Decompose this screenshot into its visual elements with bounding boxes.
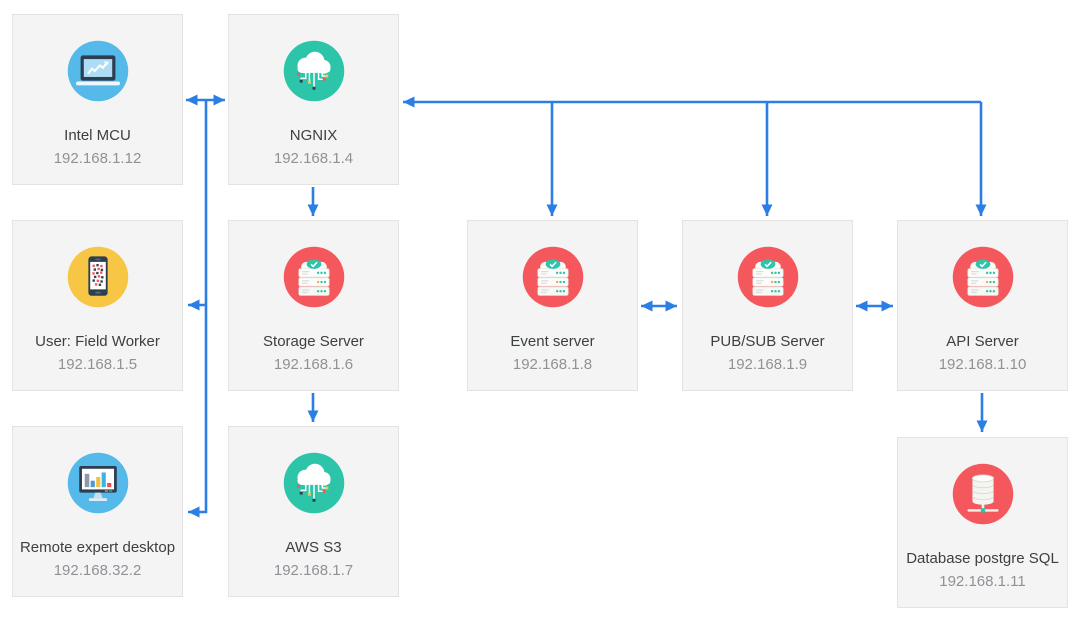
node-label: Intel MCU	[64, 127, 131, 144]
node-aws-s3[interactable]: AWS S3 192.168.1.7	[228, 426, 399, 597]
node-remote-expert[interactable]: Remote expert desktop 192.168.32.2	[12, 426, 183, 597]
server-stack-icon	[520, 244, 586, 310]
node-ip: 192.168.1.8	[512, 356, 593, 373]
cloud-network-icon	[281, 450, 347, 516]
node-label: Database postgre SQL	[906, 550, 1059, 567]
server-stack-icon	[281, 244, 347, 310]
node-field-worker[interactable]: User: Field Worker 192.168.1.5	[12, 220, 183, 391]
node-pubsub-server[interactable]: PUB/SUB Server 192.168.1.9	[682, 220, 853, 391]
node-ip: 192.168.1.10	[938, 356, 1027, 373]
server-stack-icon	[950, 244, 1016, 310]
node-label: PUB/SUB Server	[710, 333, 825, 350]
node-ip: 192.168.1.5	[57, 356, 138, 373]
node-intel-mcu[interactable]: Intel MCU 192.168.1.12	[12, 14, 183, 185]
node-ip: 192.168.1.9	[727, 356, 808, 373]
node-event-server[interactable]: Event server 192.168.1.8	[467, 220, 638, 391]
node-ip: 192.168.1.12	[53, 150, 142, 167]
node-ip: 192.168.1.11	[939, 573, 1026, 590]
node-label: AWS S3	[285, 539, 342, 556]
monitor-chart-icon	[65, 450, 131, 516]
laptop-chart-icon	[65, 38, 131, 104]
database-icon	[950, 461, 1016, 527]
node-label: User: Field Worker	[35, 333, 160, 350]
node-ip: 192.168.1.6	[273, 356, 354, 373]
node-api-server[interactable]: API Server 192.168.1.10	[897, 220, 1068, 391]
node-ip: 192.168.1.7	[273, 562, 354, 579]
phone-qr-icon	[65, 244, 131, 310]
node-label: Storage Server	[263, 333, 364, 350]
node-database[interactable]: Database postgre SQL 192.168.1.11	[897, 437, 1068, 608]
node-ngnix[interactable]: NGNIX 192.168.1.4	[228, 14, 399, 185]
cloud-network-icon	[281, 38, 347, 104]
node-label: Event server	[510, 333, 595, 350]
edge-trunk-remote-expert	[188, 101, 208, 518]
node-label: NGNIX	[289, 127, 338, 144]
node-storage-server[interactable]: Storage Server 192.168.1.6	[228, 220, 399, 391]
node-ip: 192.168.32.2	[53, 562, 142, 579]
server-stack-icon	[735, 244, 801, 310]
node-ip: 192.168.1.4	[273, 150, 354, 167]
node-label: API Server	[946, 333, 1019, 350]
node-label: Remote expert desktop	[19, 539, 176, 556]
